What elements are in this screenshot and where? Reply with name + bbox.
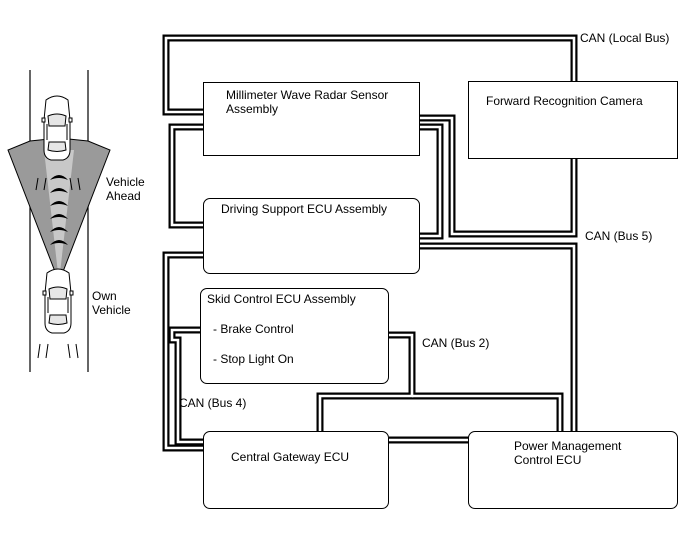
vehicle-ahead-label: Vehicle Ahead — [106, 175, 145, 203]
vehicle-ahead-car — [41, 95, 73, 161]
can-bus5-line — [162, 251, 203, 452]
vehicle-ahead-motion-lines — [35, 177, 81, 191]
can-local-branch-line — [168, 123, 203, 229]
driving-support-ecu-box: Driving Support ECU Assembly — [203, 198, 420, 274]
can-local-bus-label: CAN (Local Bus) — [580, 31, 670, 45]
radar-sensor-box: Millimeter Wave Radar Sensor Assembly — [203, 82, 420, 156]
radar-beam — [7, 137, 111, 284]
can-bus-lines — [162, 34, 578, 452]
skid-control-item-stop-light: - Stop Light On — [213, 352, 294, 366]
radar-sensor-title: Millimeter Wave Radar Sensor Assembly — [226, 88, 389, 116]
power-management-ecu-title: Power Management Control ECU — [514, 439, 622, 467]
skid-control-ecu-box: Skid Control ECU Assembly - Brake Contro… — [200, 288, 389, 384]
own-vehicle-label: Own Vehicle — [92, 289, 131, 317]
can-bus4-label: CAN (Bus 4) — [179, 396, 247, 410]
central-gateway-ecu-box: Central Gateway ECU — [203, 431, 389, 509]
can-local-driving-support-line — [420, 123, 444, 240]
road — [29, 70, 89, 372]
can-bus4-line — [168, 326, 203, 446]
forward-camera-title: Forward Recognition Camera — [486, 94, 643, 108]
own-vehicle-motion-lines — [37, 343, 79, 359]
can-bus5-label: CAN (Bus 5) — [585, 229, 653, 243]
power-management-ecu-box: Power Management Control ECU — [468, 431, 678, 509]
driving-support-ecu-title: Driving Support ECU Assembly — [221, 202, 388, 216]
skid-control-item-brake: - Brake Control — [213, 322, 294, 336]
forward-camera-box: Forward Recognition Camera — [468, 81, 678, 159]
can-bus2-label: CAN (Bus 2) — [422, 336, 490, 350]
own-vehicle-car — [42, 268, 74, 334]
central-gateway-ecu-title: Central Gateway ECU — [231, 450, 350, 464]
skid-control-ecu-title: Skid Control ECU Assembly — [207, 292, 356, 306]
